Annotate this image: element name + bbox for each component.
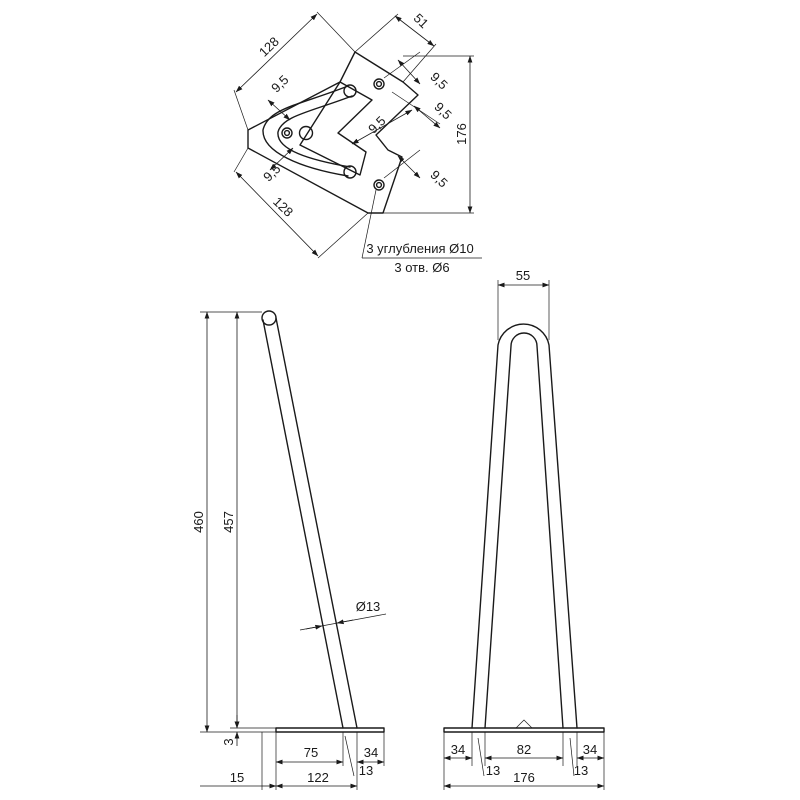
dim-label-82: 82 — [517, 742, 531, 757]
dim-label-13-front-right: 13 — [574, 763, 588, 778]
side-rod-right-edge — [275, 317, 358, 729]
rod-end-top — [343, 84, 357, 98]
dim-label-9-5-d: 9,5 — [365, 113, 388, 136]
hole-bottom — [375, 181, 383, 189]
front-view: 55 34 82 34 13 13 176 — [443, 268, 605, 790]
dim-label-176-top: 176 — [454, 123, 469, 145]
top-view: 128 51 9,5 9,5 9,5 9,5 9,5 9,5 176 — [233, 10, 482, 275]
note-recesses: 3 углубления Ø10 — [366, 241, 473, 256]
dim-label-176-front: 176 — [513, 770, 535, 785]
dim-label-13-front-left: 13 — [486, 763, 500, 778]
hole-top — [375, 80, 383, 88]
dim-label-34-front-left: 34 — [451, 742, 465, 757]
mounting-plate-outline — [247, 51, 419, 214]
dim-label-460: 460 — [191, 511, 206, 533]
hole-top-recess — [373, 78, 385, 90]
dim-label-9-5-b: 9,5 — [268, 72, 291, 95]
dim-label-13-side: 13 — [359, 763, 373, 778]
dim-label-3: 3 — [221, 738, 236, 745]
dim-label-15: 15 — [230, 770, 244, 785]
side-rod-top-end — [261, 310, 277, 326]
hole-left — [283, 129, 291, 137]
note-holes: 3 отв. Ø6 — [394, 260, 449, 275]
dim-label-rod-diameter: Ø13 — [356, 599, 381, 614]
side-rod-left-edge — [262, 319, 344, 729]
dim-label-51: 51 — [411, 10, 432, 31]
side-base-plate — [275, 727, 385, 733]
front-base-plate — [443, 727, 605, 733]
front-rod-outer — [471, 323, 578, 729]
dim-label-34-side: 34 — [364, 745, 378, 760]
dim-label-55: 55 — [516, 268, 530, 283]
dim-label-128-top: 128 — [256, 34, 282, 60]
rod-top-outline — [262, 85, 349, 177]
dim-label-9-5-f: 9,5 — [427, 167, 450, 190]
dim-label-128-bottom: 128 — [270, 194, 296, 220]
dim-label-75: 75 — [304, 745, 318, 760]
side-view: 460 457 Ø13 3 75 34 15 122 — [191, 310, 387, 790]
front-plate-mark — [515, 719, 533, 729]
front-rod-inner — [484, 332, 564, 729]
dim-label-9-5-c: 9,5 — [431, 99, 454, 122]
hole-left-recess — [281, 127, 293, 139]
rod-top-inner — [277, 95, 353, 168]
hole-bottom-recess — [373, 179, 385, 191]
dim-label-457: 457 — [221, 511, 236, 533]
dim-label-34-front-right: 34 — [583, 742, 597, 757]
dim-label-122: 122 — [307, 770, 329, 785]
rod-end-bottom — [343, 165, 357, 179]
dim-label-9-5-a: 9,5 — [427, 69, 450, 92]
plate-inner-cutout — [299, 81, 373, 176]
hole-center — [298, 125, 314, 141]
